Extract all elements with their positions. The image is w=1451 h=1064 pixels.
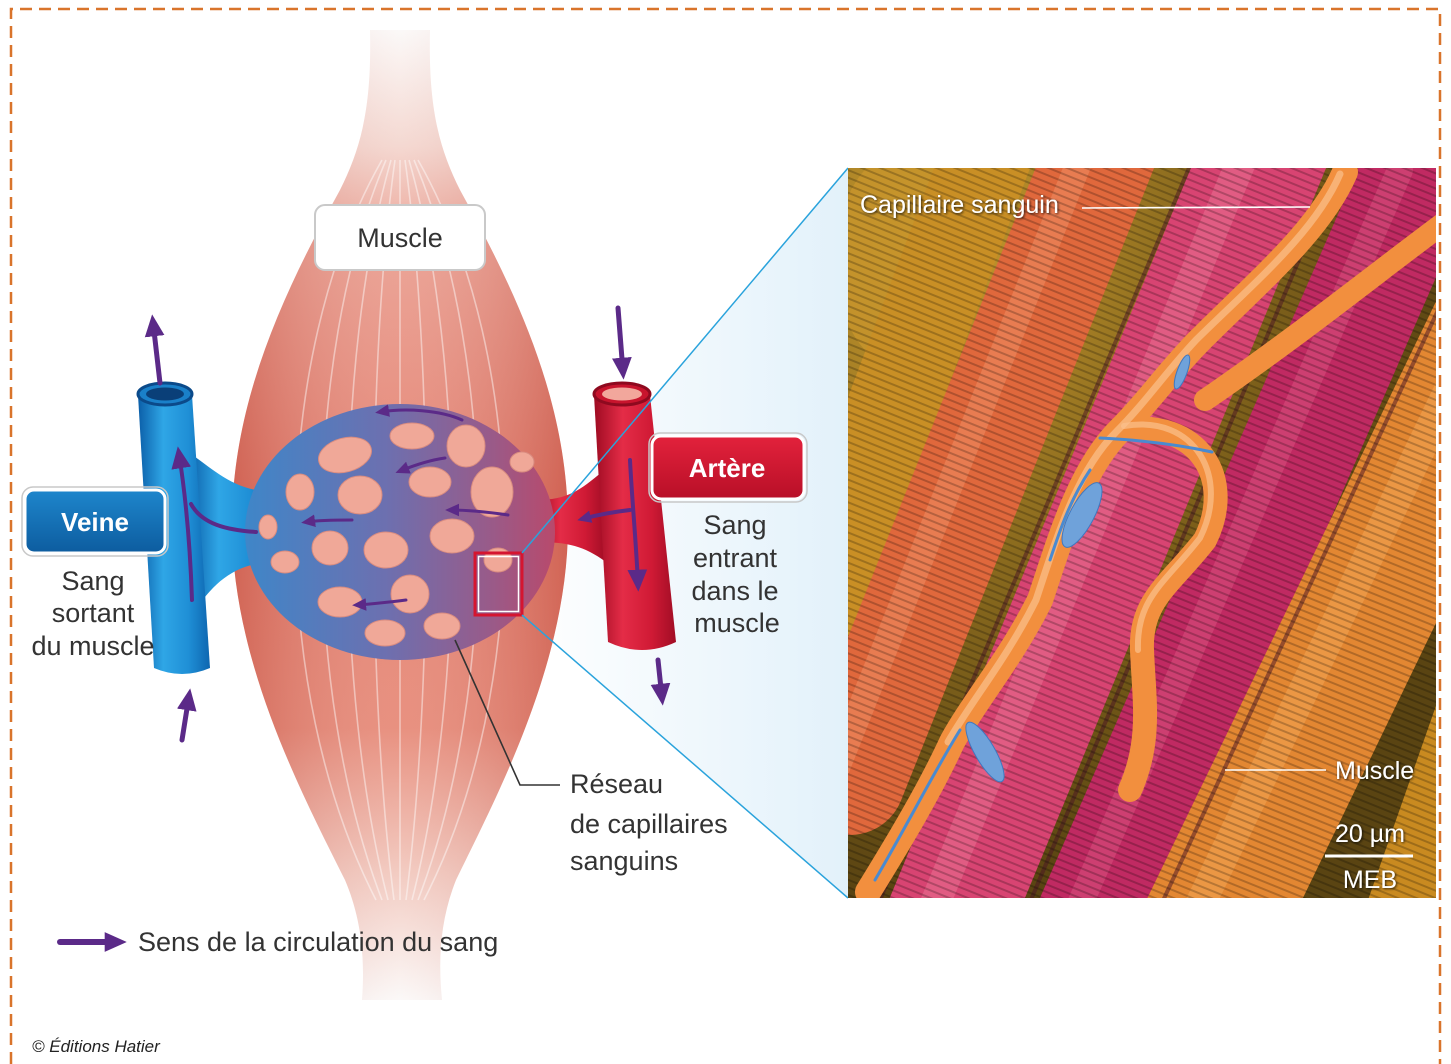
muscle-label: Muscle [357,223,443,253]
vein-lumen [146,388,184,401]
vein-caption-line: du muscle [31,631,154,661]
artery-lumen [602,388,642,401]
capillary-gap [447,425,485,467]
vein-caption-line: Sang [61,566,124,596]
capillary-gap [471,467,513,517]
capillary-network [245,404,555,660]
blood-in-arrow [618,308,623,372]
network-caption-line: de capillaires [570,809,728,839]
artery-caption-line: dans le [691,576,778,606]
blood-in-vein-arrow [182,696,189,740]
artery-label: Artère [689,453,766,483]
capillary-gap [286,474,314,510]
capillary-gap [271,551,299,573]
capillary-photo-label: Capillaire sanguin [860,191,1059,219]
artery-caption-line: entrant [693,543,778,573]
legend-text: Sens de la circulation du sang [138,927,498,957]
legend: Sens de la circulation du sang [60,927,498,957]
capillary-gap [259,515,277,539]
network-caption-line: Réseau [570,769,663,799]
capillary-gap [424,613,460,639]
capillary-gap [391,575,429,613]
muscle-photo-label: Muscle [1335,757,1414,785]
blood-out-arrow [153,322,160,383]
copyright: © Éditions Hatier [32,1037,161,1056]
scale-bar-label: 20 µm [1335,820,1405,848]
capillary-gap [430,519,474,553]
capillary-leader-line [1082,207,1310,208]
vein-caption-line: sortant [52,598,135,628]
capillary-gap [409,467,451,497]
capillary-gap [390,423,434,449]
capillary-gap [338,476,382,514]
artery-caption-line: Sang [703,510,766,540]
network-caption-line: sanguins [570,846,678,876]
vein-label: Veine [61,507,129,537]
capillary-gap [318,587,362,617]
artery-caption-line: muscle [694,608,780,638]
capillary-gap [510,452,534,472]
capillary-gap [312,531,348,565]
technique-label: MEB [1343,866,1397,894]
capillary-gap [365,620,405,646]
capillary-gap [364,532,408,568]
